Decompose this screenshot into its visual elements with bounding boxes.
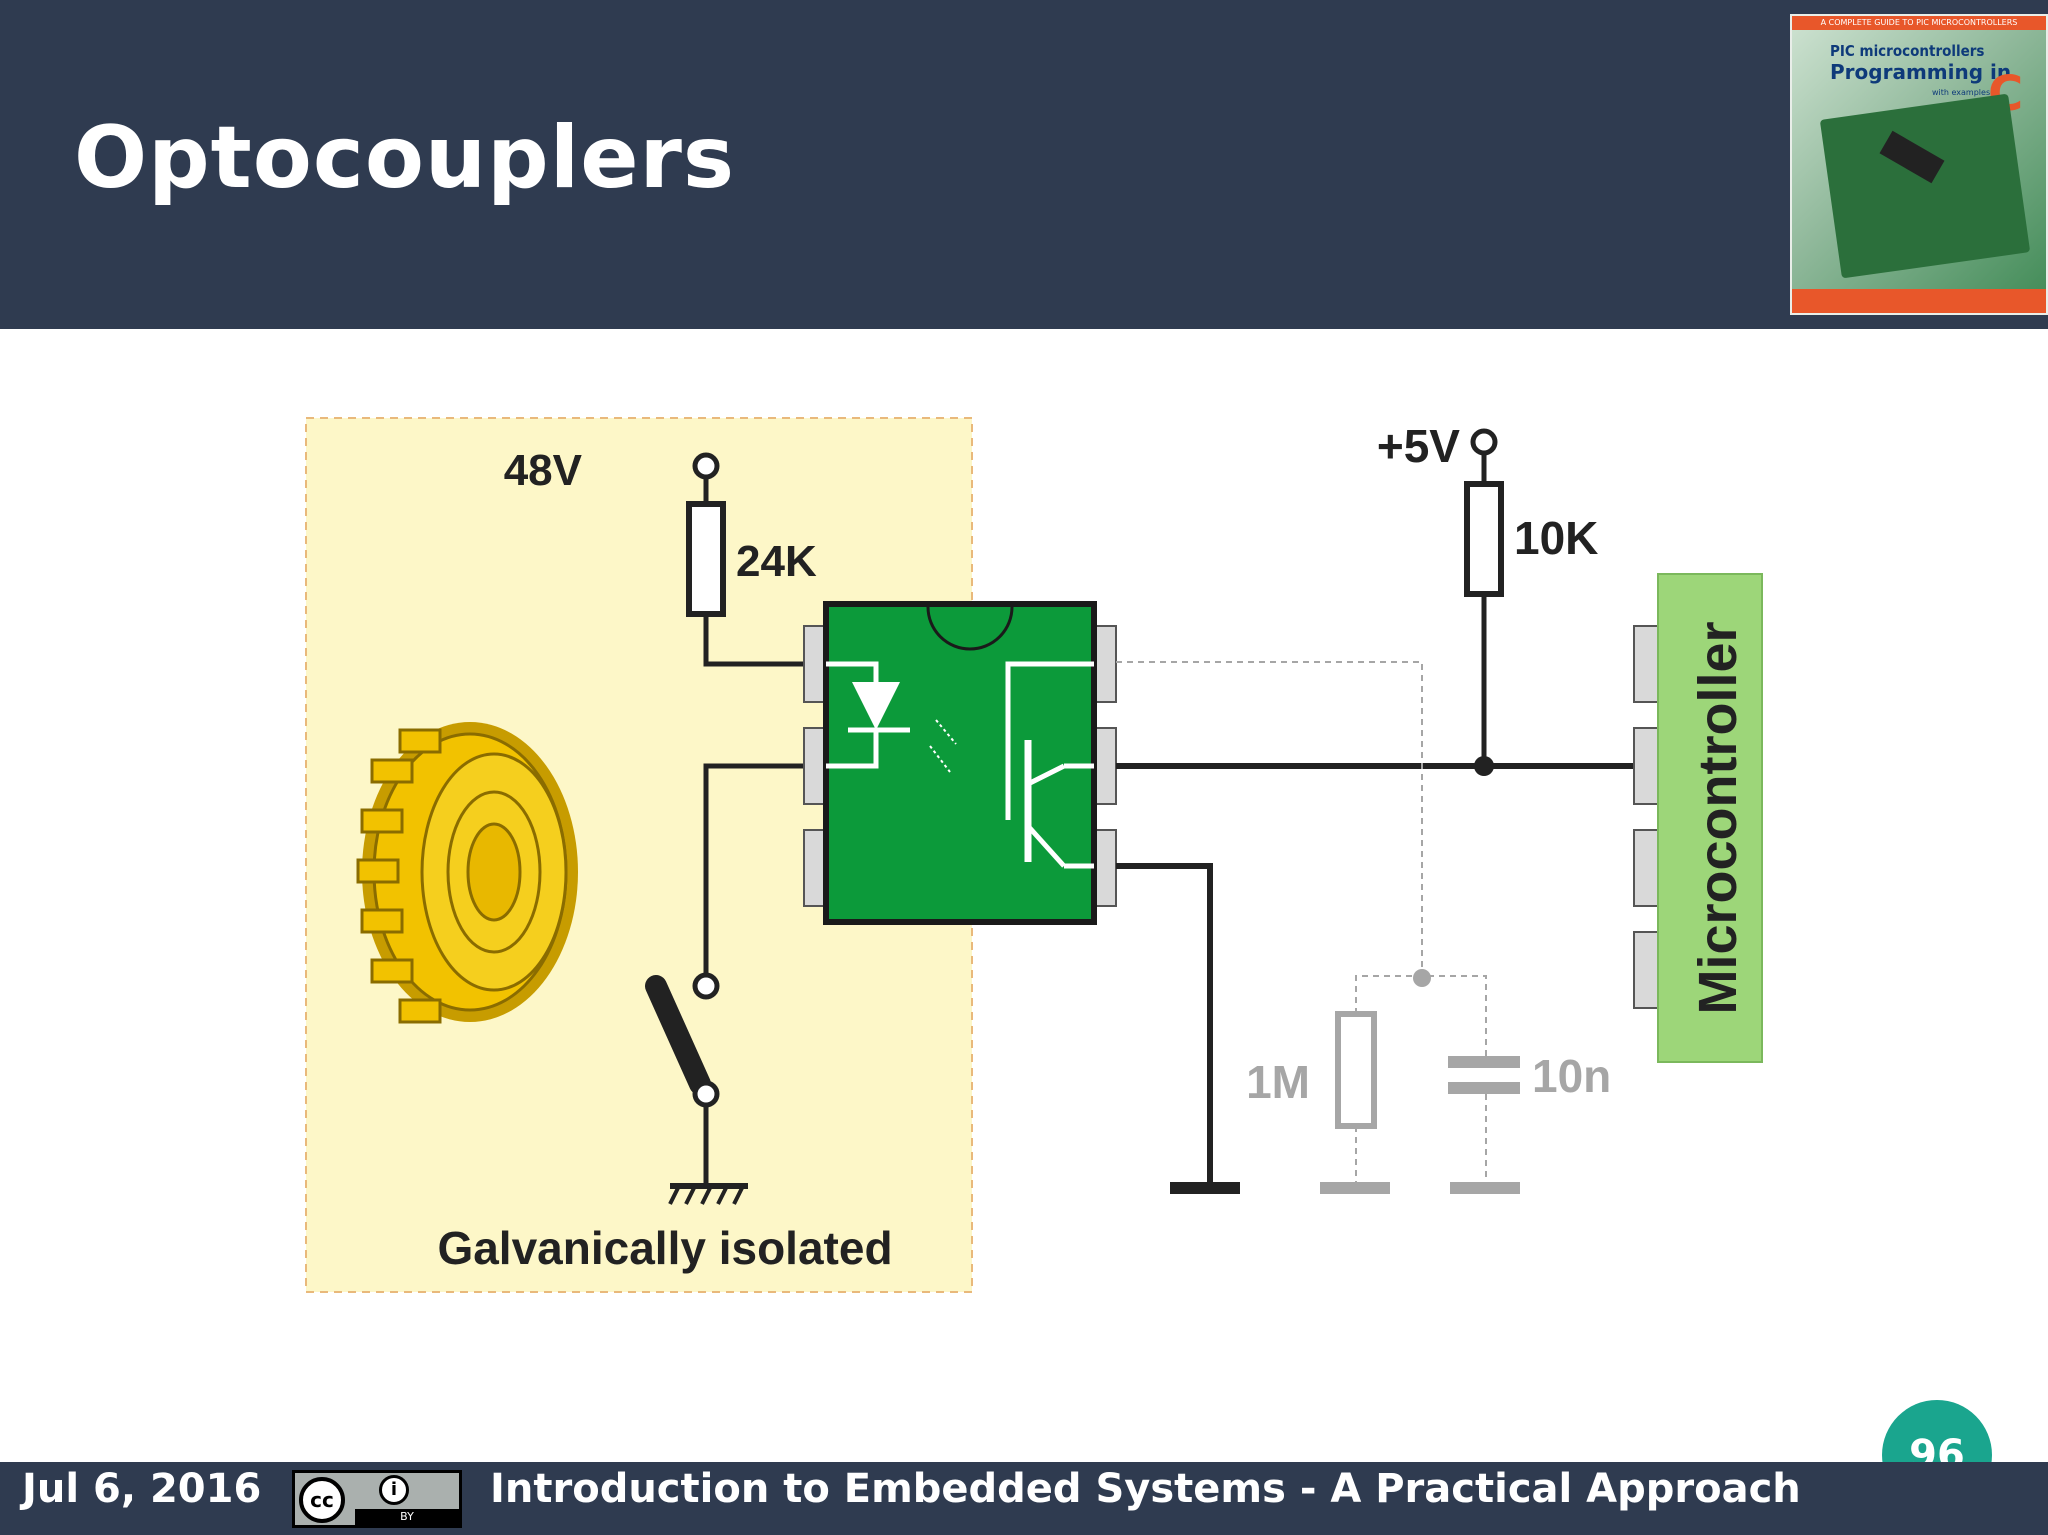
resistor-1m-label: 1M bbox=[1246, 1056, 1310, 1108]
switch-lever bbox=[645, 975, 711, 1095]
supply-48v-terminal bbox=[692, 452, 720, 480]
microcontroller-block bbox=[1633, 573, 1763, 1063]
license-by-label: BY bbox=[355, 1509, 459, 1525]
footer-date: Jul 6, 2016 bbox=[22, 1466, 262, 1512]
microcontroller-label: Microcontroller bbox=[1688, 621, 1748, 1014]
optocoupler-chip bbox=[803, 601, 1117, 925]
ground-hatched-icon bbox=[668, 1183, 748, 1205]
book-title-line2: Programming in bbox=[1830, 60, 2012, 84]
supply-5v-terminal bbox=[1470, 428, 1498, 456]
book-cover-image: A COMPLETE GUIDE TO PIC MICROCONTROLLERS… bbox=[1790, 14, 2048, 315]
supply-48v-label: 48V bbox=[504, 446, 583, 495]
cc-by-license-icon: cc i BY bbox=[292, 1470, 462, 1528]
book-footer-band bbox=[1792, 289, 2046, 313]
title-bar bbox=[0, 0, 2048, 329]
optional-filter bbox=[1116, 661, 1520, 1194]
footer-course-title: Introduction to Embedded Systems - A Pra… bbox=[490, 1466, 1801, 1512]
resistor-24k bbox=[686, 501, 726, 617]
isolated-caption: Galvanically isolated bbox=[437, 1222, 892, 1274]
wire-to-anode bbox=[703, 614, 806, 667]
switch-top-contact bbox=[692, 972, 720, 1000]
capacitor-10n-label: 10n bbox=[1532, 1050, 1611, 1102]
junction-node bbox=[1474, 756, 1494, 776]
resistor-10k-label: 10K bbox=[1514, 512, 1598, 564]
wire-to-switch bbox=[703, 763, 806, 976]
gear-icon bbox=[356, 722, 578, 1024]
attribution-icon: i bbox=[379, 1475, 409, 1505]
supply-5v-label: +5V bbox=[1377, 420, 1460, 472]
resistor-10k bbox=[1464, 481, 1504, 597]
book-banner: A COMPLETE GUIDE TO PIC MICROCONTROLLERS bbox=[1792, 16, 2046, 30]
switch-bottom-contact bbox=[692, 1080, 720, 1108]
resistor-24k-label: 24K bbox=[736, 537, 817, 586]
wire-emitter-ground bbox=[1116, 863, 1213, 1186]
book-subtitle: with examples bbox=[1932, 88, 1991, 97]
cc-icon: cc bbox=[299, 1477, 345, 1523]
page-title: Optocouplers bbox=[74, 108, 736, 208]
book-title-line1: PIC microcontrollers bbox=[1830, 42, 1985, 60]
